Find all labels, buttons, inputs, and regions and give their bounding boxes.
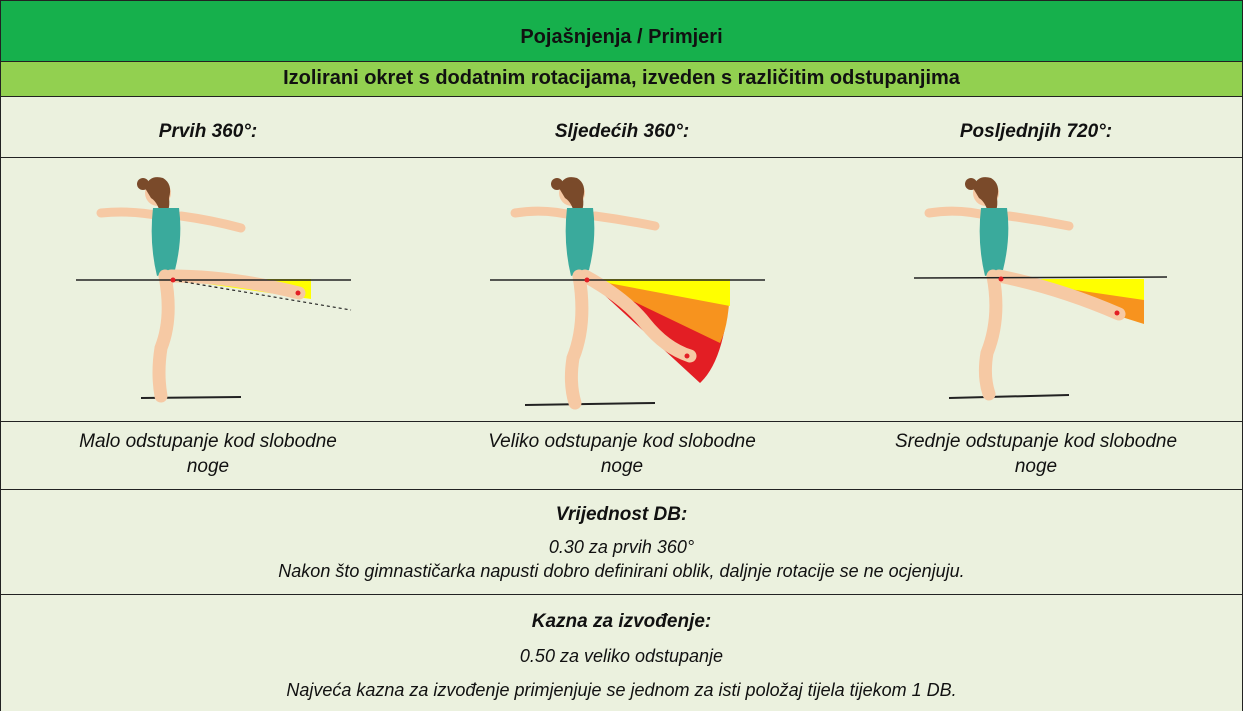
db-note-line: Nakon što gimnastičarka napusti dobro de… [278, 561, 965, 581]
caption: Veliko odstupanje kod slobodne noge [415, 429, 829, 479]
gymnast-small-deviation-illustration [76, 177, 352, 403]
column-heading: Prvih 360°: [158, 121, 258, 142]
db-value-row: Vrijednost DB: 0.30 za prvih 360° Nakon … [1, 490, 1242, 595]
gymnast-large-deviation-illustration [490, 177, 765, 410]
db-heading: Vrijednost DB: [555, 504, 688, 525]
column-heading: Posljednjih 720°: [959, 121, 1113, 142]
caption-line: Malo odstupanje kod slobodne [79, 431, 337, 452]
illustrations-row [1, 158, 1242, 422]
caption-line: noge [1014, 456, 1058, 477]
caption-line: Veliko odstupanje kod slobodne [488, 431, 756, 452]
caption-line: Srednje odstupanje kod slobodne [894, 431, 1178, 452]
caption-line: noge [600, 456, 644, 477]
caption: Srednje odstupanje kod slobodne noge [829, 429, 1243, 479]
subtitle-row: Izolirani okret s dodatnim rotacijama, i… [1, 62, 1242, 97]
element-subtitle: Izolirani okret s dodatnim rotacijama, i… [283, 67, 960, 89]
penalty-heading: Kazna za izvođenje: [531, 611, 712, 632]
gymnast-medium-deviation-illustration [913, 177, 1168, 401]
table-title: Pojašnjenja / Primjeri [520, 26, 723, 48]
caption: Malo odstupanje kod slobodne noge [1, 429, 415, 479]
column-headings-row: Prvih 360°: Sljedećih 360°: Posljednjih … [1, 97, 1242, 158]
captions-row: Malo odstupanje kod slobodne noge Veliko… [1, 422, 1242, 490]
penalty-note-line: Najveća kazna za izvođenje primjenjuje s… [286, 680, 957, 700]
penalty-value-line: 0.50 za veliko odstupanje [519, 646, 724, 666]
db-value-line: 0.30 za prvih 360° [548, 537, 695, 557]
column-heading: Sljedećih 360°: [554, 121, 690, 142]
penalty-row: Kazna za izvođenje: 0.50 za veliko odstu… [1, 595, 1242, 711]
caption-line: noge [186, 456, 230, 477]
table-title-row: Pojašnjenja / Primjeri [1, 0, 1242, 62]
